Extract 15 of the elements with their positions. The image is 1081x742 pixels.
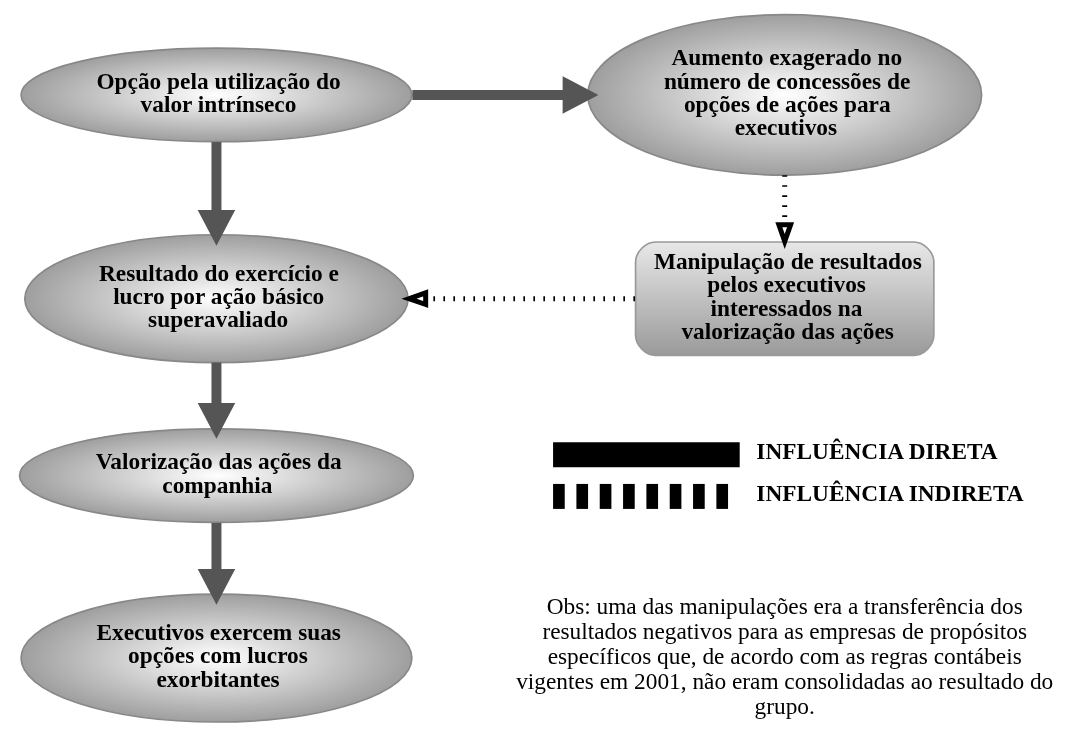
label: Obs: uma das manipulações era a transferência dos resultados negativos para as empresas de propósitos específicos que, de acordo com as regras contábeis vigentes em 2001, não eram consolidadas ao resultado do grupo. xyxy=(516,593,1054,720)
node-ellipse: Valorização das ações da companhia xyxy=(18,428,415,524)
arrow xyxy=(197,362,236,439)
arrow xyxy=(401,289,635,308)
legend-label: INFLUÊNCIA INDIRETA xyxy=(756,479,1024,506)
arrow xyxy=(197,142,236,246)
node-ellipse: Resultado do exercício e lucro por ação básico superavaliado xyxy=(23,233,409,364)
arrow xyxy=(197,522,236,605)
legend-label: INFLUÊNCIA DIRETA xyxy=(756,438,998,465)
arrow xyxy=(412,76,599,114)
node-box: Manipulação de resultados pelos executivos interessados na valorização das ações xyxy=(634,241,935,357)
node-ellipse: Opção pela utilização do valor intrínseco xyxy=(20,47,413,143)
node-ellipse: Aumento exagerado no número de concessões de opções de ações para executivos xyxy=(586,13,983,176)
node-ellipse: Executivos exercem suas opções com lucros exorbitantes xyxy=(20,593,413,723)
arrow xyxy=(775,175,795,250)
